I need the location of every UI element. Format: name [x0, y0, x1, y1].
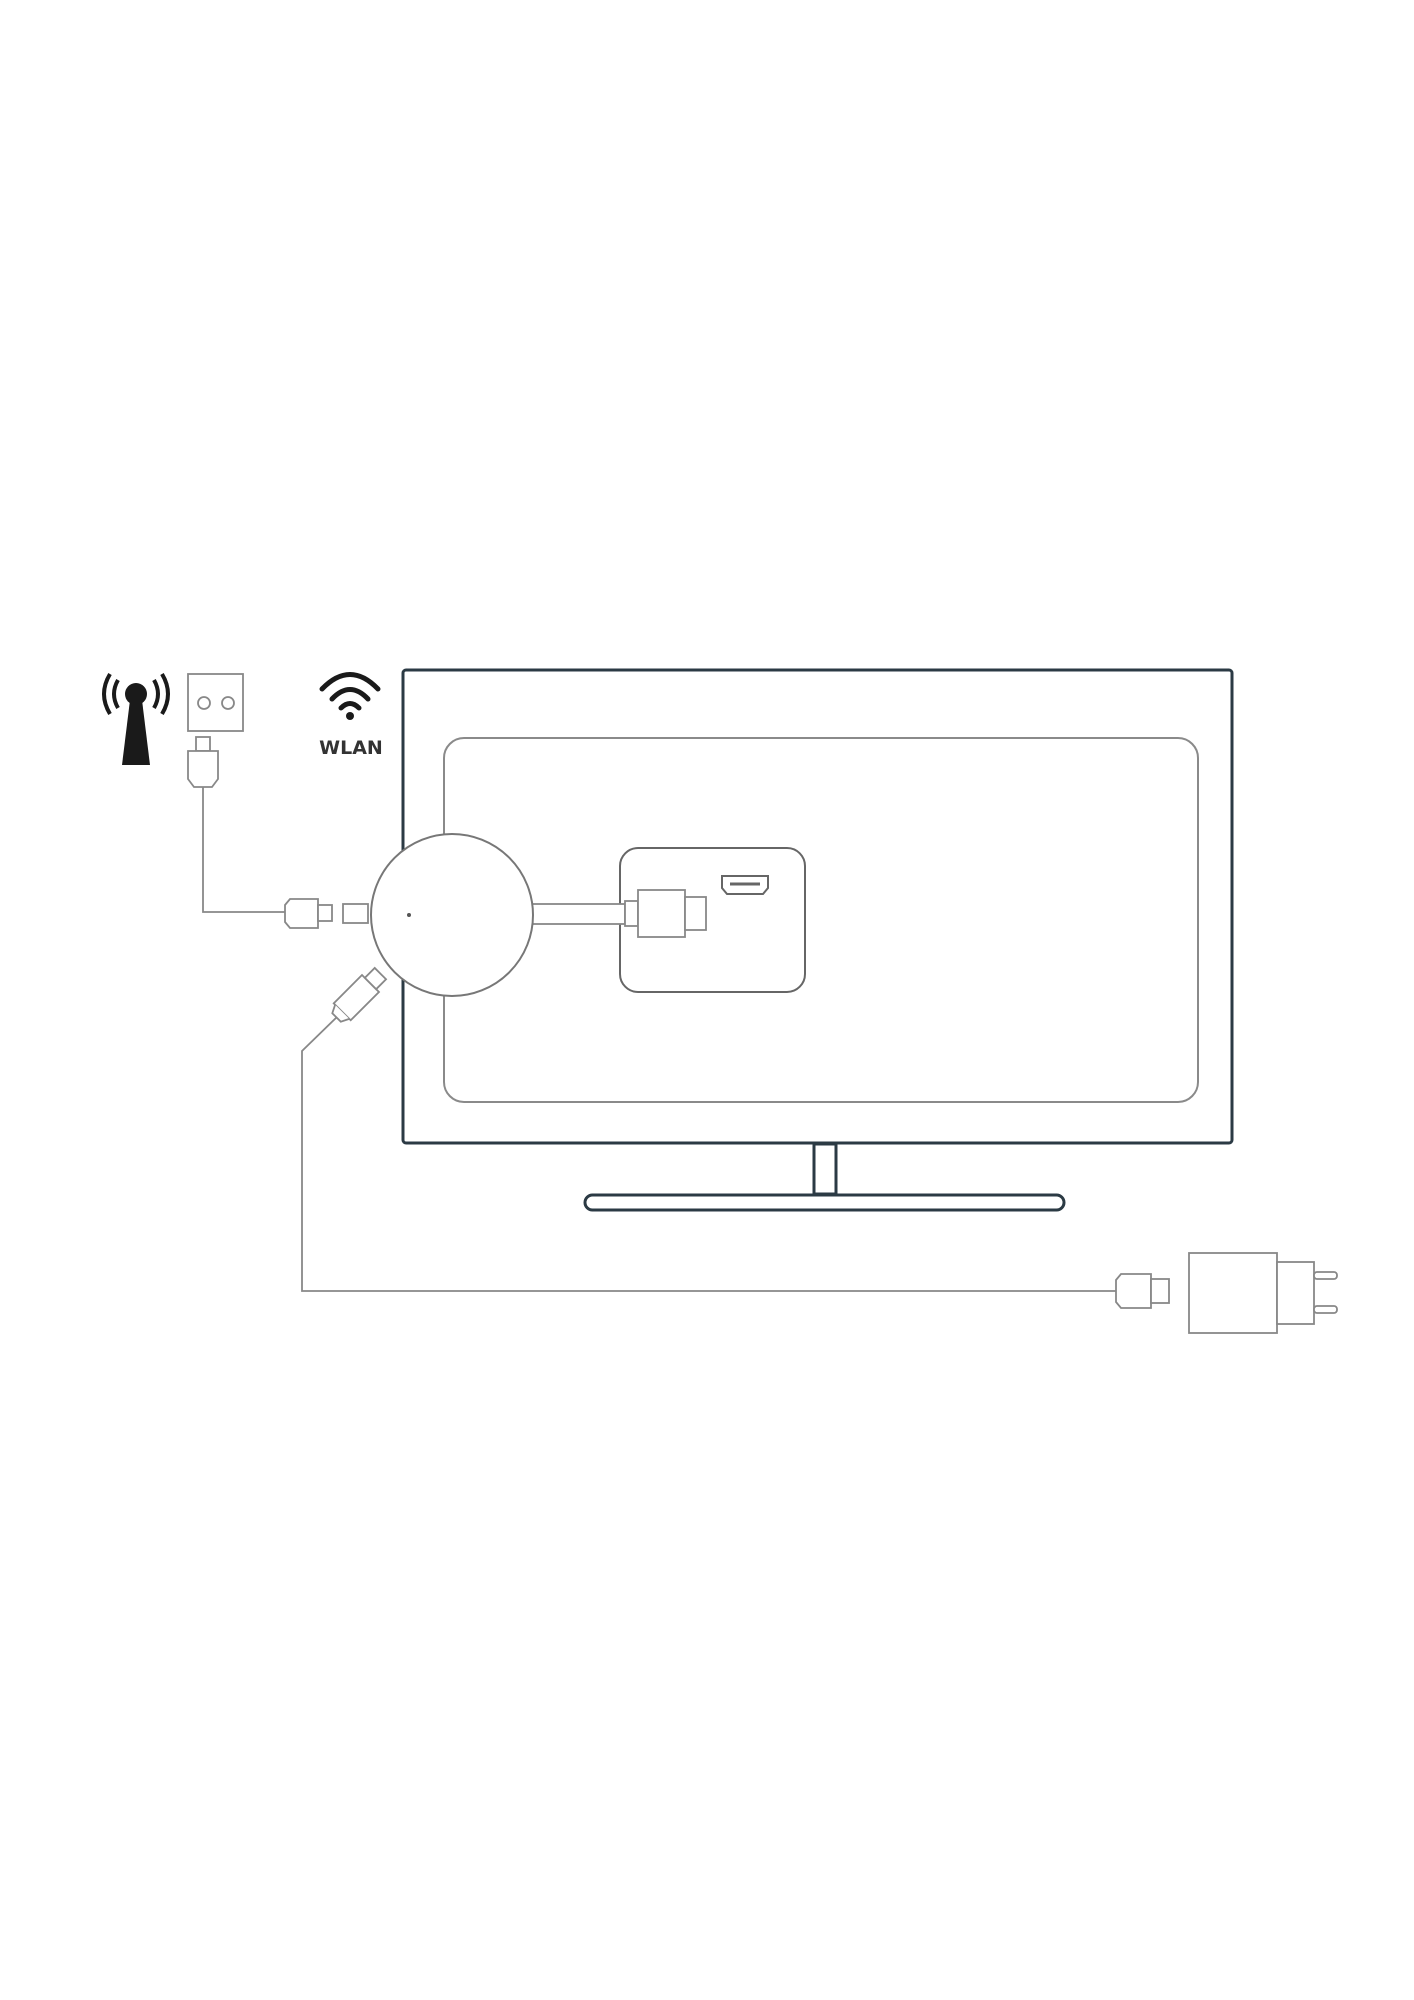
status-led [407, 913, 411, 917]
wlan-label: WLAN [319, 737, 383, 759]
antenna-tower-icon [102, 672, 170, 765]
streaming-device [370, 833, 534, 997]
antenna-cable [187, 736, 369, 929]
usb-power-cable [301, 966, 1170, 1309]
antenna-wall-socket-icon [187, 673, 244, 732]
wifi-icon [319, 672, 381, 720]
tv-stand-neck [812, 1142, 838, 1196]
tv-stand-base [583, 1193, 1066, 1212]
hdmi-cable [524, 889, 707, 938]
hdmi-port-icon [721, 875, 769, 895]
power-adapter-icon [1188, 1252, 1338, 1334]
tv [401, 668, 1234, 1212]
